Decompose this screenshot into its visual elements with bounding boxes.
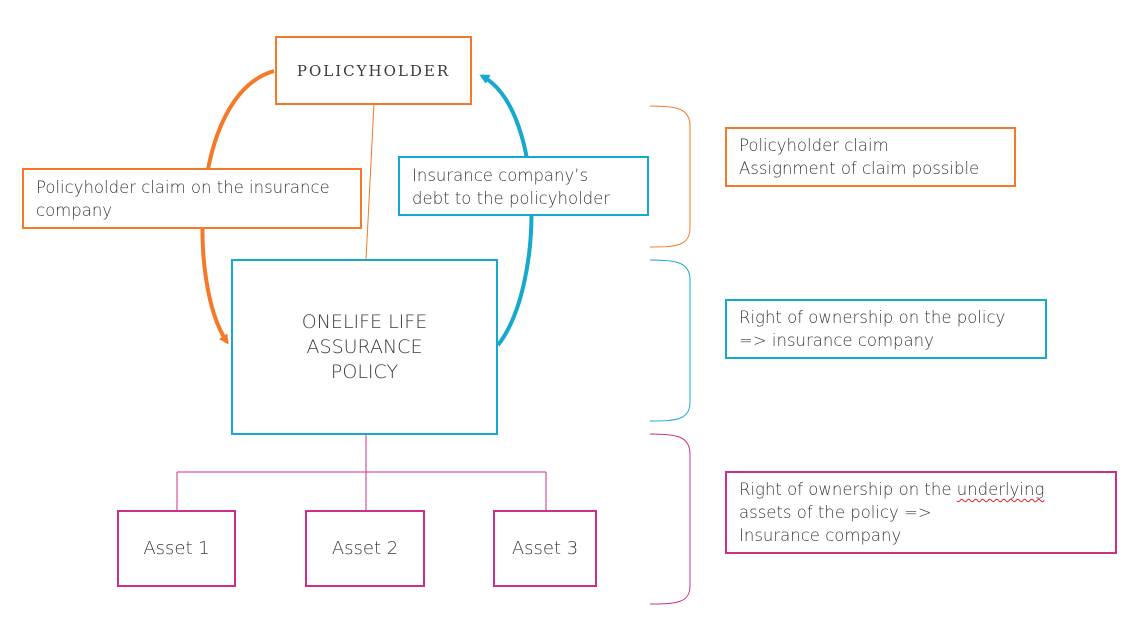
asset-3-label: Asset 3 bbox=[511, 538, 579, 559]
claim-label-box: Policyholder claim on the insurance comp… bbox=[22, 168, 362, 229]
policyholder-node: POLICYHOLDER bbox=[275, 36, 472, 105]
debt-label-line-1: Insurance company’s bbox=[412, 166, 589, 185]
legend-policy-ownership: Right of ownership on the policy => insu… bbox=[725, 299, 1047, 359]
asset-3-node: Asset 3 bbox=[493, 510, 597, 587]
legend-claim-line-2: Assignment of claim possible bbox=[739, 159, 980, 178]
legend-assets-line-3: Insurance company bbox=[739, 526, 902, 545]
claim-label-line-2: company bbox=[36, 201, 113, 220]
legend-assets-ownership: Right of ownership on the underlying ass… bbox=[725, 471, 1117, 554]
asset-1-node: Asset 1 bbox=[117, 510, 236, 587]
brace-magenta bbox=[649, 433, 691, 605]
legend-assets-line-1-prefix: Right of ownership on the bbox=[739, 480, 957, 499]
spellcheck-flagged-word: underlying bbox=[956, 480, 1045, 499]
legend-policy-line-2: => insurance company bbox=[739, 331, 934, 350]
brace-orange bbox=[649, 105, 691, 248]
policy-label-line-2: ASSURANCE bbox=[306, 335, 423, 358]
asset-2-node: Asset 2 bbox=[305, 510, 425, 587]
legend-policyholder-claim: Policyholder claim Assignment of claim p… bbox=[725, 127, 1016, 187]
claim-label-line-1: Policyholder claim on the insurance bbox=[36, 178, 330, 197]
policy-label-line-3: POLICY bbox=[330, 360, 399, 383]
debt-label-line-2: debt to the policyholder bbox=[412, 189, 611, 208]
policyholder-policy-link bbox=[365, 103, 375, 261]
asset-tree-connectors bbox=[176, 434, 547, 511]
policy-node: ONELIFE LIFE ASSURANCE POLICY bbox=[231, 259, 498, 435]
legend-policy-line-1: Right of ownership on the policy bbox=[739, 308, 1006, 327]
legend-assets-line-1: Right of ownership on the underlying bbox=[739, 478, 1103, 501]
asset-2-label: Asset 2 bbox=[331, 538, 399, 559]
policy-label-line-1: ONELIFE LIFE bbox=[301, 310, 428, 333]
legend-claim-line-1: Policyholder claim bbox=[739, 136, 889, 155]
brace-cyan bbox=[649, 259, 691, 422]
policyholder-label: POLICYHOLDER bbox=[296, 61, 451, 80]
debt-label-box: Insurance company’s debt to the policyho… bbox=[398, 156, 649, 216]
legend-assets-line-2: assets of the policy => bbox=[739, 503, 932, 522]
asset-1-label: Asset 1 bbox=[143, 538, 210, 559]
